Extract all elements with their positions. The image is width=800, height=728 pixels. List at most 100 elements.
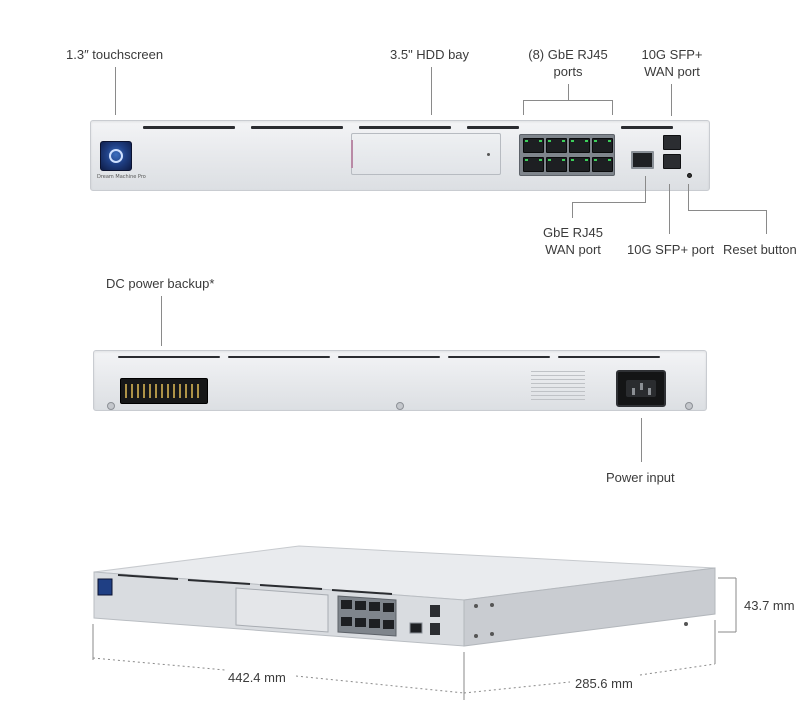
- iso-sfp-port: [430, 623, 440, 635]
- iso-wan-port: [409, 622, 423, 634]
- device-model-label: Dream Machine Pro: [97, 174, 146, 180]
- rear-vent: [118, 356, 220, 358]
- rj45-port[interactable]: [592, 157, 613, 172]
- leader-reset: [688, 184, 689, 210]
- reset-button[interactable]: [687, 173, 692, 178]
- front-vent: [621, 126, 673, 129]
- iso-rj45-port: [369, 619, 380, 628]
- rear-screw-icon: [685, 402, 693, 410]
- dimension-depth: 285.6 mm: [575, 676, 633, 691]
- iso-vent: [259, 584, 323, 590]
- callout-sfp-wan-line1: 10G SFP+: [641, 47, 703, 62]
- dim-depth-line: [639, 663, 716, 676]
- callout-rj45-ports-line1: (8) GbE RJ45: [528, 47, 608, 62]
- rear-vent: [228, 356, 330, 358]
- rear-screw-icon: [396, 402, 404, 410]
- leader-power-input: [641, 418, 642, 462]
- rear-vent: [448, 356, 550, 358]
- front-panel: Dream Machine Pro: [90, 120, 710, 191]
- rear-vent: [558, 356, 660, 358]
- callout-rj45-wan: GbE RJ45 WAN port: [530, 224, 616, 258]
- rj45-port[interactable]: [546, 157, 567, 172]
- leader-reset-down: [766, 210, 767, 234]
- iso-screw-icon: [474, 634, 478, 638]
- bracket-rj45-left: [523, 100, 524, 115]
- ac-pin-icon: [648, 388, 651, 395]
- callout-sfp-wan-line2: WAN port: [644, 64, 700, 79]
- rear-vent: [338, 356, 440, 358]
- leader-dc-power: [161, 296, 162, 346]
- rj45-port[interactable]: [592, 138, 613, 153]
- callout-hdd-bay: 3.5" HDD bay: [390, 47, 470, 62]
- callout-rj45-ports: (8) GbE RJ45 ports: [520, 46, 616, 80]
- callout-reset-button: Reset button: [723, 242, 797, 257]
- ac-pin-icon: [640, 383, 643, 390]
- rj45-wan-port[interactable]: [631, 151, 654, 169]
- iso-screw-icon: [490, 632, 494, 636]
- rear-screw-icon: [107, 402, 115, 410]
- iso-rj45-port: [341, 600, 352, 609]
- front-vent: [143, 126, 235, 129]
- hdd-bay-latch-icon: [487, 153, 490, 156]
- dc-power-connector[interactable]: [120, 378, 208, 404]
- iso-vent: [331, 589, 393, 595]
- sfp-wan-port[interactable]: [663, 135, 681, 150]
- dc-connector-pins: [125, 384, 203, 398]
- leader-hdd-bay: [431, 67, 432, 115]
- leader-rj45-wan-h: [572, 202, 646, 203]
- leader-rj45-ports: [568, 84, 569, 100]
- touchscreen-display[interactable]: [100, 141, 132, 171]
- bracket-rj45-right: [612, 100, 613, 115]
- iso-screw-icon: [684, 622, 688, 626]
- iso-screw-icon: [474, 604, 478, 608]
- callout-rj45-ports-line2: ports: [553, 64, 583, 79]
- callout-rj45-wan-line2: WAN port: [545, 242, 601, 257]
- hdd-bay-accent: [351, 140, 353, 168]
- iso-rj45-port: [355, 601, 366, 610]
- callout-rj45-wan-line1: GbE RJ45: [543, 225, 603, 240]
- rj45-port[interactable]: [569, 138, 590, 153]
- front-vent: [359, 126, 451, 129]
- iso-rj45-port: [383, 603, 394, 612]
- ac-pin-icon: [632, 388, 635, 395]
- hdd-bay[interactable]: [351, 133, 501, 175]
- sfp-port[interactable]: [663, 154, 681, 169]
- iso-hdd-bay: [235, 587, 329, 633]
- rj45-port[interactable]: [523, 157, 544, 172]
- callout-power-input: Power input: [606, 470, 675, 485]
- callout-touchscreen: 1.3″ touchscreen: [66, 47, 164, 62]
- iso-rj45-port: [383, 620, 394, 629]
- rj45-port[interactable]: [569, 157, 590, 172]
- dim-width-line: [92, 657, 226, 671]
- iso-rj45-port: [369, 602, 380, 611]
- front-vent: [467, 126, 519, 129]
- callout-sfp-wan: 10G SFP+ WAN port: [634, 46, 710, 80]
- leader-rj45-wan: [645, 176, 646, 202]
- rear-panel: [93, 350, 707, 411]
- iso-screw-icon: [490, 603, 494, 607]
- dimension-width: 442.4 mm: [228, 670, 286, 685]
- iso-touchscreen: [97, 578, 113, 596]
- callout-dc-power: DC power backup*: [106, 276, 215, 291]
- regulatory-label: [531, 371, 585, 401]
- rj45-port-block: [519, 134, 615, 176]
- dim-width-line: [295, 675, 465, 694]
- leader-reset-h: [688, 210, 767, 211]
- iso-vent: [187, 579, 251, 585]
- rj45-port[interactable]: [546, 138, 567, 153]
- touchscreen-logo-icon: [109, 149, 123, 163]
- iso-vent: [117, 574, 179, 580]
- ac-power-inlet[interactable]: [616, 370, 666, 407]
- iso-side-face: [463, 567, 716, 647]
- iso-rj45-block: [337, 595, 397, 637]
- leader-rj45-wan-down: [572, 202, 573, 218]
- iso-rj45-port: [341, 617, 352, 626]
- leader-touchscreen: [115, 67, 116, 115]
- rj45-port[interactable]: [523, 138, 544, 153]
- iso-rj45-port: [355, 618, 366, 627]
- leader-sfp-wan: [671, 84, 672, 116]
- iso-sfp-port: [430, 605, 440, 617]
- dim-depth-line: [463, 681, 571, 694]
